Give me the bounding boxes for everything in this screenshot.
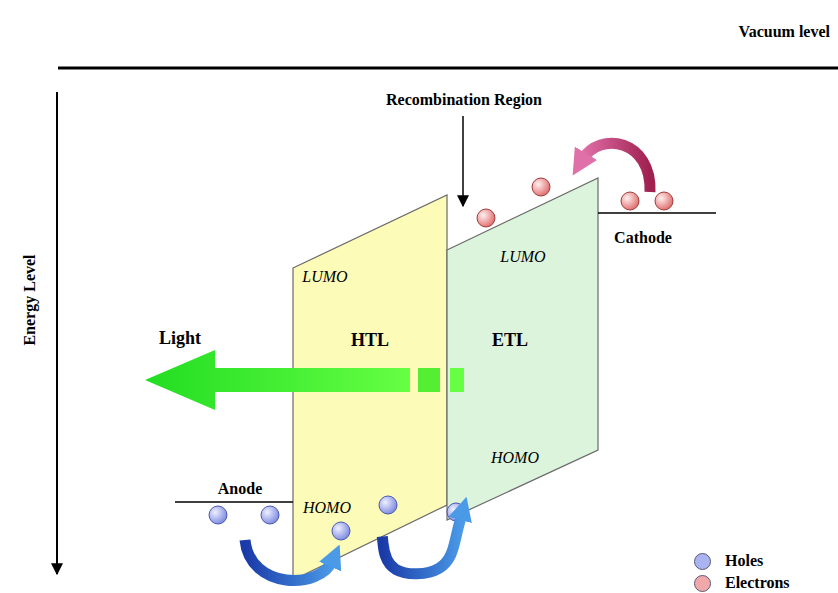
orbital-label: HOMO	[491, 449, 539, 467]
energy-axis-arrow	[56, 92, 58, 574]
layer-name: ETL	[492, 330, 528, 351]
axis-label: Energy Level	[21, 254, 39, 345]
orbital-label: LUMO	[500, 248, 545, 266]
legend-text: Holes	[725, 552, 763, 570]
electrode-label: Cathode	[614, 229, 672, 247]
legend-item: Holes	[694, 552, 763, 570]
electrode-label: Anode	[218, 480, 262, 498]
layer-name: HTL	[351, 330, 389, 351]
legend-swatch	[694, 553, 711, 570]
recombination-pointer	[462, 116, 464, 206]
layer-band: LUMO ETL HOMO	[447, 178, 598, 520]
legend-item: Electrons	[694, 574, 790, 592]
region-label: Recombination Region	[386, 91, 542, 109]
cathode-level-line	[598, 212, 716, 214]
orbital-label: LUMO	[302, 268, 347, 286]
legend-text: Electrons	[725, 574, 790, 592]
legend-swatch	[694, 575, 711, 592]
emission-label: Light	[159, 328, 201, 349]
anode-level-line	[175, 501, 293, 503]
level-label: Vacuum level	[739, 23, 830, 41]
orbital-label: HOMO	[303, 499, 351, 517]
vacuum-level-line	[58, 67, 838, 70]
